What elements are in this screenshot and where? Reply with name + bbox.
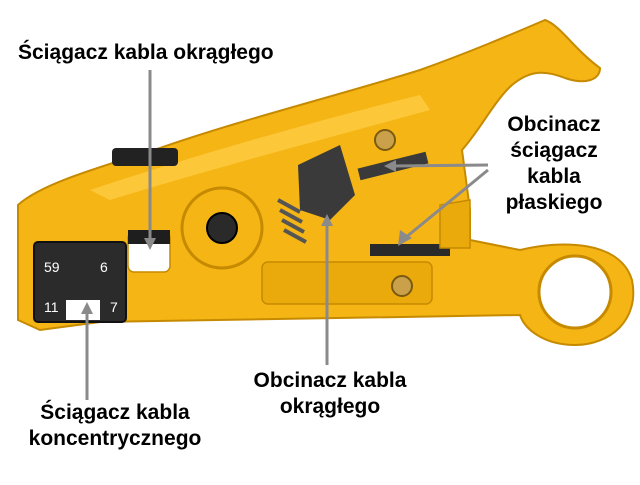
tool-body: 59 6 11 7 [17,18,635,347]
flat-blade-bottom [370,244,450,256]
slot-number-6: 6 [100,259,108,275]
pivot-screw [206,212,238,244]
label-flat-cutter-line3: kabla [527,165,581,188]
adjust-knob [112,148,178,166]
slot-number-7: 7 [110,299,118,315]
coax-head [33,241,127,323]
round-cutter-blade [298,145,355,220]
callout-lines [81,70,489,400]
callout-flat-top [391,163,489,168]
callout-flat-bottom [404,168,489,240]
notch [439,199,471,249]
slot-number-59: 59 [44,259,60,275]
label-flat-cutter-line4: płaskiego [505,191,603,214]
label-round-cutter-line2: okrągłego [279,395,381,418]
label-round-stripper: Ściągacz kabla okrągłego [18,41,274,64]
label-flat-cutter-line2: ściągacz [510,139,598,162]
tool-highlight [90,95,430,200]
spring [277,198,307,244]
callout-coax-arrow [81,302,93,314]
finger-ring [537,254,613,330]
label-flat-cutter: Obcinacz ściągacz kabla płaskiego [484,112,624,216]
label-coax-stripper: Ściągacz kabla koncentrycznego [0,400,230,452]
lower-panel [261,261,433,305]
screw-bottom [391,275,413,297]
callout-flat-bottom-arrow [398,230,412,246]
callout-round-cutter-arrow [321,214,333,226]
label-coax-stripper-line1: Ściągacz kabla [40,401,190,424]
label-coax-stripper-line2: koncentrycznego [28,427,202,450]
callout-round-stripper-arrow [144,238,156,250]
slot-number-11: 11 [44,299,59,315]
screw-top [374,129,396,151]
label-round-cutter-line1: Obcinacz kabla [253,369,407,392]
label-round-cutter: Obcinacz kabla okrągłego [230,368,430,420]
label-flat-cutter-line1: Obcinacz [507,113,601,136]
callout-flat-top-arrow [384,160,396,172]
